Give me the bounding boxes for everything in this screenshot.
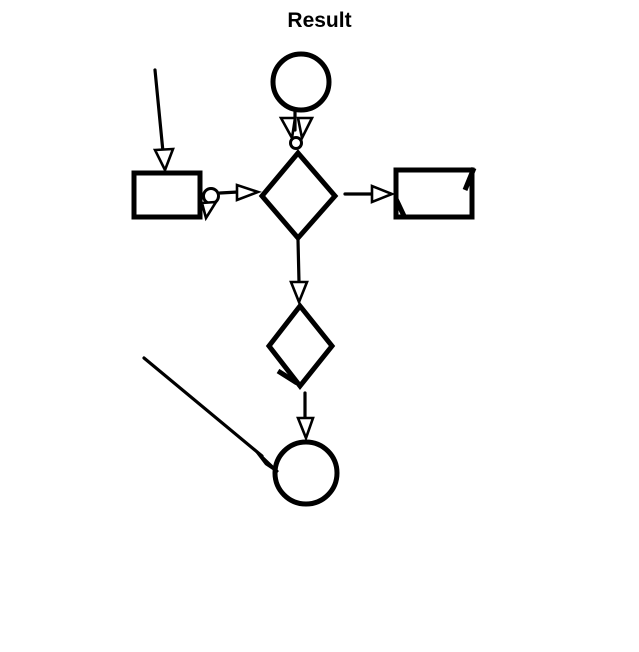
right-rectangle-node	[393, 167, 477, 220]
start-circle-node	[270, 51, 332, 113]
lower-diamond-node	[265, 301, 336, 391]
edge-top-into-left-rectangle	[152, 68, 175, 174]
edge-lower-diamond-to-end-circle	[296, 391, 315, 442]
edge-left-rectangle-to-central-diamond	[200, 183, 262, 222]
edge-central-diamond-to-right-rectangle	[343, 184, 396, 204]
edge-diagonal-into-end-circle	[142, 356, 279, 474]
diagram-title: Result	[287, 9, 352, 32]
central-diamond-node	[258, 149, 339, 242]
left-rectangle-node	[131, 170, 203, 220]
edge-central-diamond-to-lower-diamond	[289, 238, 309, 306]
edge-start-to-central-diamond	[278, 110, 315, 150]
end-circle-node	[272, 439, 340, 507]
